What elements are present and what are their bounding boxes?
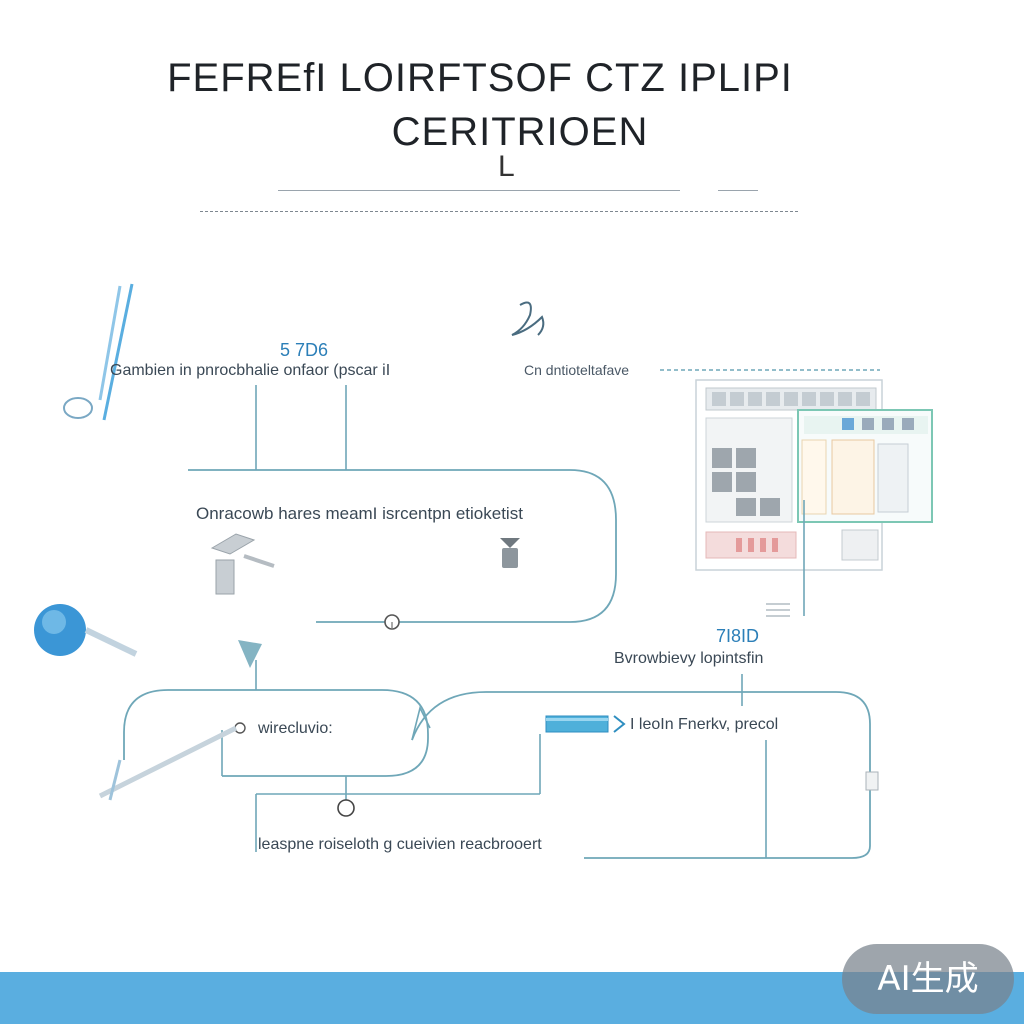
arrow-head-up: [238, 640, 262, 668]
lower-connectors: [255, 734, 541, 852]
right-number: 7I8ID: [716, 626, 760, 646]
process-arrow: [613, 715, 626, 733]
lower-right-box-outline: [411, 691, 871, 859]
top-left-label: Gambien in pnrocbhalie onfaor (pscar iI: [110, 362, 391, 379]
middle-box-outline: [188, 469, 617, 623]
bottom-caption: leaspne roiseloth g cueivien reacbrooert: [258, 836, 542, 853]
squiggle-icon: [511, 301, 545, 336]
right-connectors: [741, 500, 805, 706]
right-label: Bvrowbievy lopintsfin: [614, 650, 764, 667]
cup-pictogram: [500, 538, 520, 568]
ai-generated-badge: AI生成: [842, 944, 1014, 1014]
header-rule-short: [718, 190, 758, 191]
top-numbers: 5 7D6: [280, 340, 329, 360]
lower-node: [337, 799, 355, 817]
tool-pictogram: [210, 533, 275, 595]
wire-node: [234, 722, 246, 734]
middle-box-label: Onracowb hares meamI isrcentpn etioketis…: [196, 504, 523, 523]
pen-icon: [63, 283, 134, 421]
header-divider: [200, 211, 798, 212]
title-mark: L: [498, 150, 515, 183]
top-right-label: Cn dntioteltafave: [524, 362, 630, 378]
top-connectors: [255, 369, 880, 470]
page-title: FEFREfI LOIRFTSOF CTZ IPLIPI: [167, 56, 793, 100]
pencil-icon: [98, 725, 238, 801]
window-mockup: [695, 379, 933, 571]
dash-marks: [766, 603, 790, 617]
page-subtitle: CERITRIOEN: [391, 110, 649, 154]
wire-label: wirecluvio:: [258, 720, 333, 737]
lower-left-box-outline: [123, 689, 429, 777]
process-label: I leoIn Fnerkv, precol: [630, 716, 779, 733]
globe-icon: [34, 604, 138, 657]
header-rule: [278, 190, 680, 191]
